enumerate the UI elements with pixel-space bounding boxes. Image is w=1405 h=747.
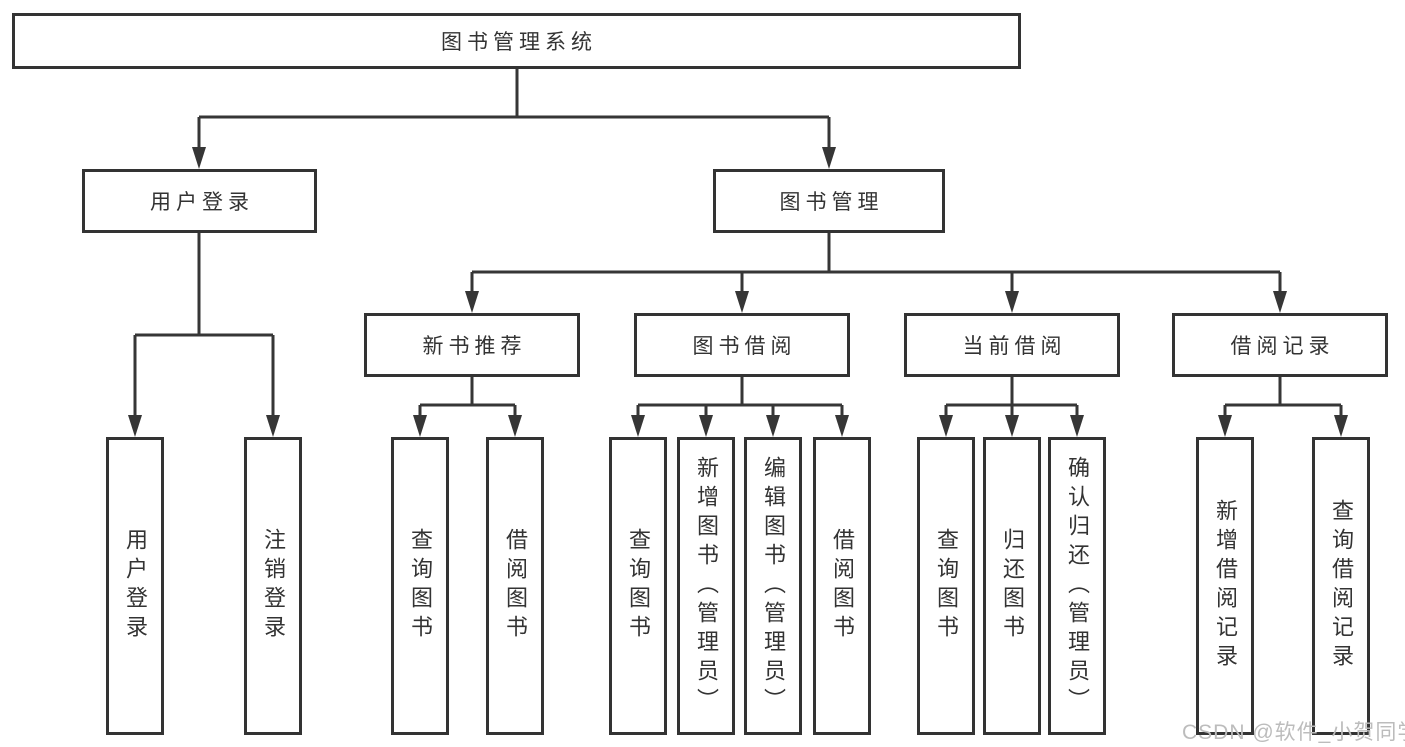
node-borrow-books-recommend: 借阅图书 — [486, 437, 544, 735]
node-user-login-leaf: 用户登录 — [106, 437, 164, 735]
arrow-to-user-login — [192, 147, 206, 169]
node-add-borrow-record: 新增借阅记录 — [1196, 437, 1254, 735]
node-user-login: 用户登录 — [82, 169, 317, 233]
node-edit-book-admin: 编辑图书（管理员） — [744, 437, 802, 735]
node-borrow-records: 借阅记录 — [1172, 313, 1388, 377]
arrow-to-book-borrow — [735, 291, 749, 313]
arrowheads — [128, 147, 1348, 437]
csdn-watermark: CSDN @软件_小贺同学 — [1182, 721, 1405, 744]
node-query-books-borrow: 查询图书 — [609, 437, 667, 735]
node-add-book-admin: 新增图书（管理员） — [677, 437, 735, 735]
node-new-book-recommend: 新书推荐 — [364, 313, 580, 377]
node-root: 图书管理系统 — [12, 13, 1021, 69]
node-query-books-current: 查询图书 — [917, 437, 975, 735]
node-query-books-recommend: 查询图书 — [391, 437, 449, 735]
node-book-borrow: 图书借阅 — [634, 313, 850, 377]
node-borrow-books-leaf: 借阅图书 — [813, 437, 871, 735]
node-current-borrow: 当前借阅 — [904, 313, 1120, 377]
arrow-to-current-borrow — [1005, 291, 1019, 313]
node-return-book: 归还图书 — [983, 437, 1041, 735]
arrow-to-book-management — [822, 147, 836, 169]
node-book-management: 图书管理 — [713, 169, 945, 233]
arrow-to-borrow-records — [1273, 291, 1287, 313]
node-logout: 注销登录 — [244, 437, 302, 735]
arrow-to-new-book-recommend — [465, 291, 479, 313]
node-query-borrow-record: 查询借阅记录 — [1312, 437, 1370, 735]
node-confirm-return-admin: 确认归还（管理员） — [1048, 437, 1106, 735]
